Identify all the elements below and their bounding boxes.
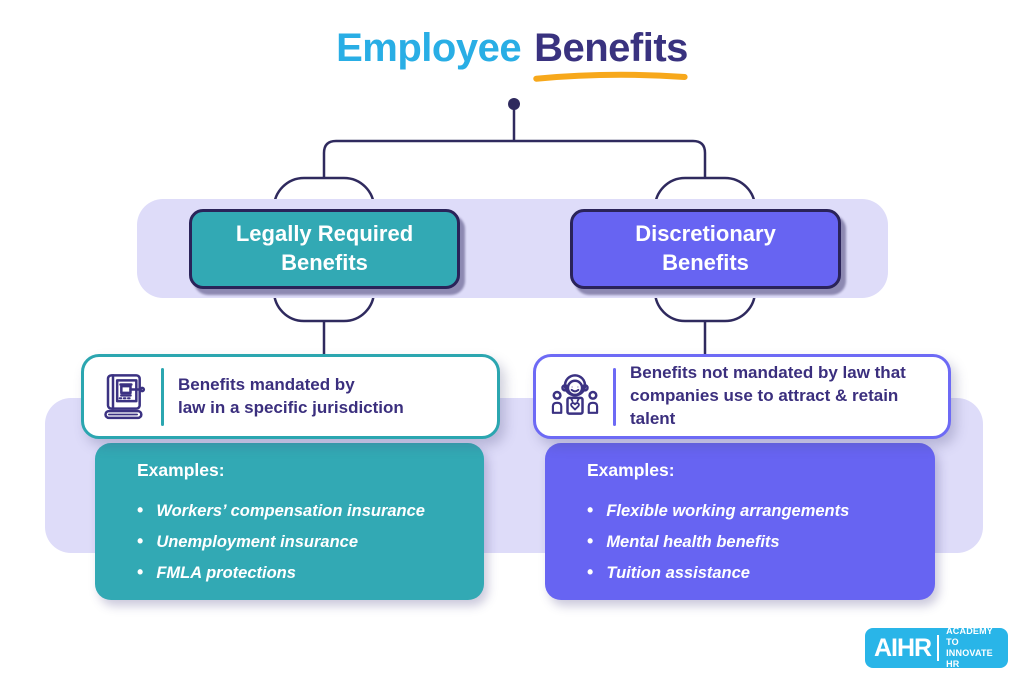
title-word-employee: Employee	[336, 26, 522, 70]
card-divider	[161, 367, 164, 426]
list-item: Tuition assistance	[587, 563, 913, 582]
list-item: Workers’ compensation insurance	[137, 501, 462, 520]
legally-required-benefits-node: Legally Required Benefits	[189, 209, 460, 289]
list-item: Unemployment insurance	[137, 532, 462, 551]
examples-list: Workers’ compensation insurance Unemploy…	[137, 501, 462, 582]
law-book-gavel-icon	[104, 373, 146, 419]
discretionary-description-card: Benefits not mandated by law that compan…	[533, 354, 951, 439]
card-divider	[613, 367, 616, 426]
list-item: Flexible working arrangements	[587, 501, 913, 520]
list-item: Mental health benefits	[587, 532, 913, 551]
list-item: FMLA protections	[137, 563, 462, 582]
aihr-logo-brand: AIHR	[874, 633, 932, 662]
aihr-logo-tagline: ACADEMY TO INNOVATE HR	[946, 625, 993, 670]
examples-list: Flexible working arrangements Mental hea…	[587, 501, 913, 582]
examples-heading: Examples:	[587, 460, 675, 480]
discretionary-description-text: Benefits not mandated by law that compan…	[630, 363, 906, 428]
talent-people-icon	[551, 373, 599, 415]
aihr-logo-divider	[937, 635, 940, 661]
examples-heading: Examples:	[137, 460, 225, 480]
legally-required-description-card: Benefits mandated by law in a specific j…	[81, 354, 500, 439]
discretionary-benefits-node: Discretionary Benefits	[570, 209, 841, 289]
discretionary-examples-box: Examples: Flexible working arrangements …	[545, 443, 935, 600]
legally-required-examples-box: Examples: Workers’ compensation insuranc…	[95, 443, 484, 600]
title-word-benefits: Benefits	[533, 26, 688, 82]
aihr-logo: AIHR ACADEMY TO INNOVATE HR	[865, 625, 1008, 670]
legally-required-description-text: Benefits mandated by law in a specific j…	[178, 374, 404, 417]
title-underline-swoosh	[533, 71, 688, 82]
